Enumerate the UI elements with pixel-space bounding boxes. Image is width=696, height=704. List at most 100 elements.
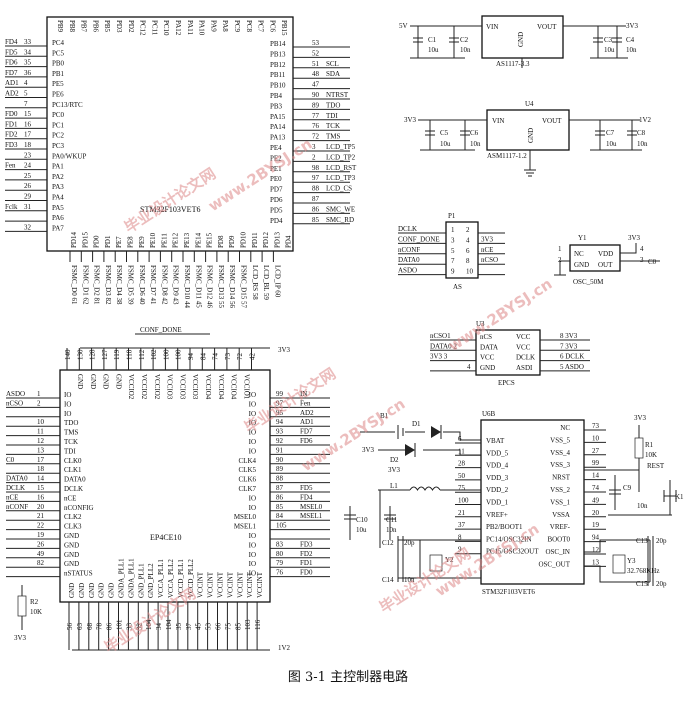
u6b-k1: K1 xyxy=(675,493,684,501)
fpga-top-num: 94 xyxy=(187,353,195,361)
stm32-bottom-pin: PD13 xyxy=(273,232,281,248)
u3-right-pin: ASDI xyxy=(516,364,533,372)
fpga-left-pin: TDI xyxy=(64,447,76,455)
u6b-left-pin: VBAT xyxy=(486,437,505,445)
fpga-right-net: FD2 xyxy=(300,550,313,558)
fpga-left-pin: GND xyxy=(64,560,79,568)
stm32-left-net: FD6 xyxy=(5,59,18,67)
stm32-right-pin: PD5 xyxy=(270,206,283,214)
fpga-bottom-pin: GNDA_PLL1 xyxy=(118,558,126,598)
stm32-bottom-net: FSMC_D13 55 xyxy=(217,265,225,308)
stm32-bottom-pin: PE11 xyxy=(160,233,168,248)
fpga-top-num: 100 xyxy=(175,349,183,360)
fpga-right-pin: IO xyxy=(249,551,256,559)
fpga-left-net: ASDO xyxy=(6,390,25,398)
stm32-right-net: TMS xyxy=(326,133,341,141)
fpga-right-net: FD6 xyxy=(300,437,313,445)
y1-pin-vdd: VDD xyxy=(598,250,613,258)
u6b-c9-val: 10n xyxy=(637,502,648,510)
stm32-top-pin: PB6 xyxy=(91,20,99,33)
fpga-right-num: 89 xyxy=(276,465,284,473)
stm32-bottom-pin: PE12 xyxy=(172,232,180,248)
stm32-top-pin: PC10 xyxy=(162,20,170,36)
stm32-bottom-pin: PD8 xyxy=(217,235,225,248)
stm32-right-num: 89 xyxy=(312,101,320,109)
stm32-left-num: 31 xyxy=(24,203,32,211)
fpga-right-net: FD1 xyxy=(300,559,313,567)
fpga-bottom-num: 104 xyxy=(145,619,153,630)
y1-pin-nc: NC xyxy=(574,250,584,258)
stm32-bottom-net: LCD_IP 60 xyxy=(273,265,281,298)
y1-num-4: 4 xyxy=(640,245,644,253)
fpga-top-pin: VCCIO4 xyxy=(204,374,212,400)
reg33-c3: C3 xyxy=(604,36,613,44)
stm32-right-num: 2 xyxy=(312,153,316,161)
fpga-top-num: 112 xyxy=(138,349,146,360)
u6b-right-pin: VSS_4 xyxy=(550,449,570,457)
reg12-c7-val: 10u xyxy=(606,140,617,148)
fpga-right-pin: IO xyxy=(249,494,256,502)
reg12-label: ASM1117-1.2 xyxy=(487,152,527,160)
stm32-right-net: LCD_TP2 xyxy=(326,153,356,161)
u6b-right-pin: VSS_3 xyxy=(550,461,570,469)
fpga-bottom-pin: VCCINT xyxy=(246,571,254,598)
u6b-right-num: 13 xyxy=(592,558,600,566)
fpga-top-num: 100 xyxy=(162,349,170,360)
fpga-right-num: 76 xyxy=(276,569,284,577)
u6b-right-num: 27 xyxy=(592,447,600,455)
fpga-top-pin: VCCIO2 xyxy=(127,374,135,400)
fpga-right-net: FD7 xyxy=(300,428,313,436)
u6b-left-pin: VDD_2 xyxy=(486,486,509,494)
stm32-top-pin: PC6 xyxy=(268,20,276,33)
fpga-left-pin: TMS xyxy=(64,429,79,437)
stm32-left-num: 5 xyxy=(24,90,28,98)
y1-label: OSC_50M xyxy=(573,278,604,286)
u6b-right-pin: VSS_5 xyxy=(550,436,570,444)
u6b-left-num: 37 xyxy=(458,521,466,529)
fpga-bottom-num: 85 xyxy=(234,623,242,631)
stm32-bottom-net: FSMC_D14 56 xyxy=(228,265,236,308)
fpga-left-net: nCSO xyxy=(6,399,23,407)
u6b-left-pin: VDD_4 xyxy=(486,462,509,470)
fpga-bottom-pin: GND_PLL2 xyxy=(147,563,155,598)
stm32-left-pin: PA3 xyxy=(52,183,64,191)
u6b-c13-val: 20p xyxy=(656,537,667,545)
stm32-right-num: 87 xyxy=(312,195,320,203)
stm32-right-pin: PB3 xyxy=(270,102,283,110)
fpga-right-pin: IO xyxy=(249,560,256,568)
reg12-in-net: 3V3 xyxy=(404,116,417,124)
fpga-top-pin: GND xyxy=(76,374,84,389)
stm32-left-net: AD1 xyxy=(5,79,19,87)
reg12-out-net: 1V2 xyxy=(639,116,652,124)
fpga-left-pin: nCE xyxy=(64,494,76,502)
fpga-left-num: 15 xyxy=(37,484,45,492)
stm32-bottom-net: FSMC_D10 44 xyxy=(183,265,191,308)
u3-left-pin: nCS xyxy=(480,333,492,341)
stm32-right-num: 52 xyxy=(312,49,320,57)
stm32-bottom-pin: PE7 xyxy=(115,236,123,248)
fpga-top-num: 42 xyxy=(249,353,257,361)
u6b-c10: C10 xyxy=(356,516,368,524)
stm32-left-num: 32 xyxy=(24,223,32,231)
u6b-right-pin: VREF- xyxy=(550,523,571,531)
fpga-bottom-num: 75 xyxy=(224,623,232,631)
stm32-right-pin: PB14 xyxy=(270,40,286,48)
fpga-right-net: Fen xyxy=(300,399,311,407)
fpga-left-pin: GND xyxy=(64,532,79,540)
stm32-left-pin: PE5 xyxy=(52,80,64,88)
fpga-bottom-num: 37 xyxy=(185,623,193,631)
u6b-right-pin: NRST xyxy=(552,474,571,482)
stm32-top-pin: PB7 xyxy=(80,20,88,33)
fpga-bottom-num: 45 xyxy=(195,623,203,631)
reg12-c8: C8 xyxy=(637,129,646,137)
stm32-bottom-net: FSMC_D1 62 xyxy=(81,265,89,305)
stm32-bottom-pin: PD10 xyxy=(240,232,248,248)
u6b-label: STM32F103VET6 xyxy=(482,588,535,596)
fpga-left-pin: nCONFIG xyxy=(64,504,94,512)
fpga-top-num: 102 xyxy=(150,349,158,360)
stm32-top-pin: PA11 xyxy=(186,20,194,36)
stm32-left-pin: PB1 xyxy=(52,70,65,78)
stm32-left-pin: PC5 xyxy=(52,49,65,57)
fpga-bottom-num: 104 xyxy=(165,619,173,630)
fpga-right-pin: IO xyxy=(249,391,256,399)
